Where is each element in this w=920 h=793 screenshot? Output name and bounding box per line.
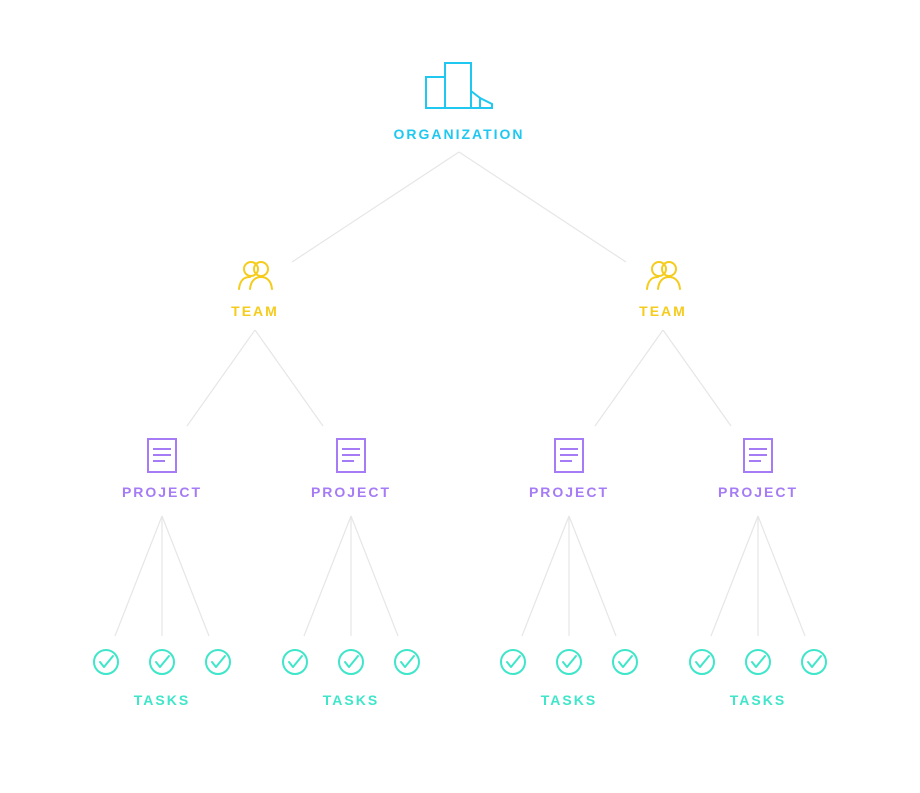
clipboard-icon (554, 433, 584, 473)
team-icon (238, 261, 273, 290)
project-node: PROJECT (311, 433, 391, 500)
tasks-label: TASKS (323, 692, 379, 708)
check-circle-icon (689, 649, 715, 675)
project-node: PROJECT (122, 433, 202, 500)
tasks-label: TASKS (134, 692, 190, 708)
team-label: TEAM (231, 303, 279, 319)
connector-lines (114, 151, 806, 637)
check-circle-icon (93, 649, 119, 675)
clipboard-icon (743, 433, 773, 473)
connector-line (594, 329, 664, 427)
connector-line (521, 515, 570, 637)
check-circle-icon (149, 649, 175, 675)
clipboard-icon (336, 433, 366, 473)
tasks-label: TASKS (541, 692, 597, 708)
check-circle-icon (801, 649, 827, 675)
check-circle-icon (556, 649, 582, 675)
connector-line (757, 515, 806, 637)
organization-node: ORGANIZATION (393, 62, 524, 142)
check-circle-icon (745, 649, 771, 675)
team-node: TEAM (231, 261, 279, 319)
connector-line (254, 329, 324, 427)
connector-line (662, 329, 732, 427)
team-node: TEAM (639, 261, 687, 319)
project-label: PROJECT (311, 484, 391, 500)
connector-line (114, 515, 163, 637)
connector-line (710, 515, 759, 637)
project-node: PROJECT (529, 433, 609, 500)
organization-label: ORGANIZATION (393, 126, 524, 142)
check-circle-icon (394, 649, 420, 675)
project-label: PROJECT (718, 484, 798, 500)
connector-line (291, 151, 460, 263)
connector-line (303, 515, 352, 637)
connector-line (568, 515, 617, 637)
task-icons (93, 649, 827, 675)
building-icon (425, 62, 493, 109)
connector-line (458, 151, 627, 263)
clipboard-icon (147, 433, 177, 473)
project-label: PROJECT (529, 484, 609, 500)
team-label: TEAM (639, 303, 687, 319)
project-label: PROJECT (122, 484, 202, 500)
team-icon (646, 261, 681, 290)
check-circle-icon (338, 649, 364, 675)
tasks-label: TASKS (730, 692, 786, 708)
connector-line (350, 515, 399, 637)
check-circle-icon (612, 649, 638, 675)
check-circle-icon (500, 649, 526, 675)
check-circle-icon (282, 649, 308, 675)
connector-line (186, 329, 256, 427)
connector-line (161, 515, 210, 637)
project-node: PROJECT (718, 433, 798, 500)
check-circle-icon (205, 649, 231, 675)
